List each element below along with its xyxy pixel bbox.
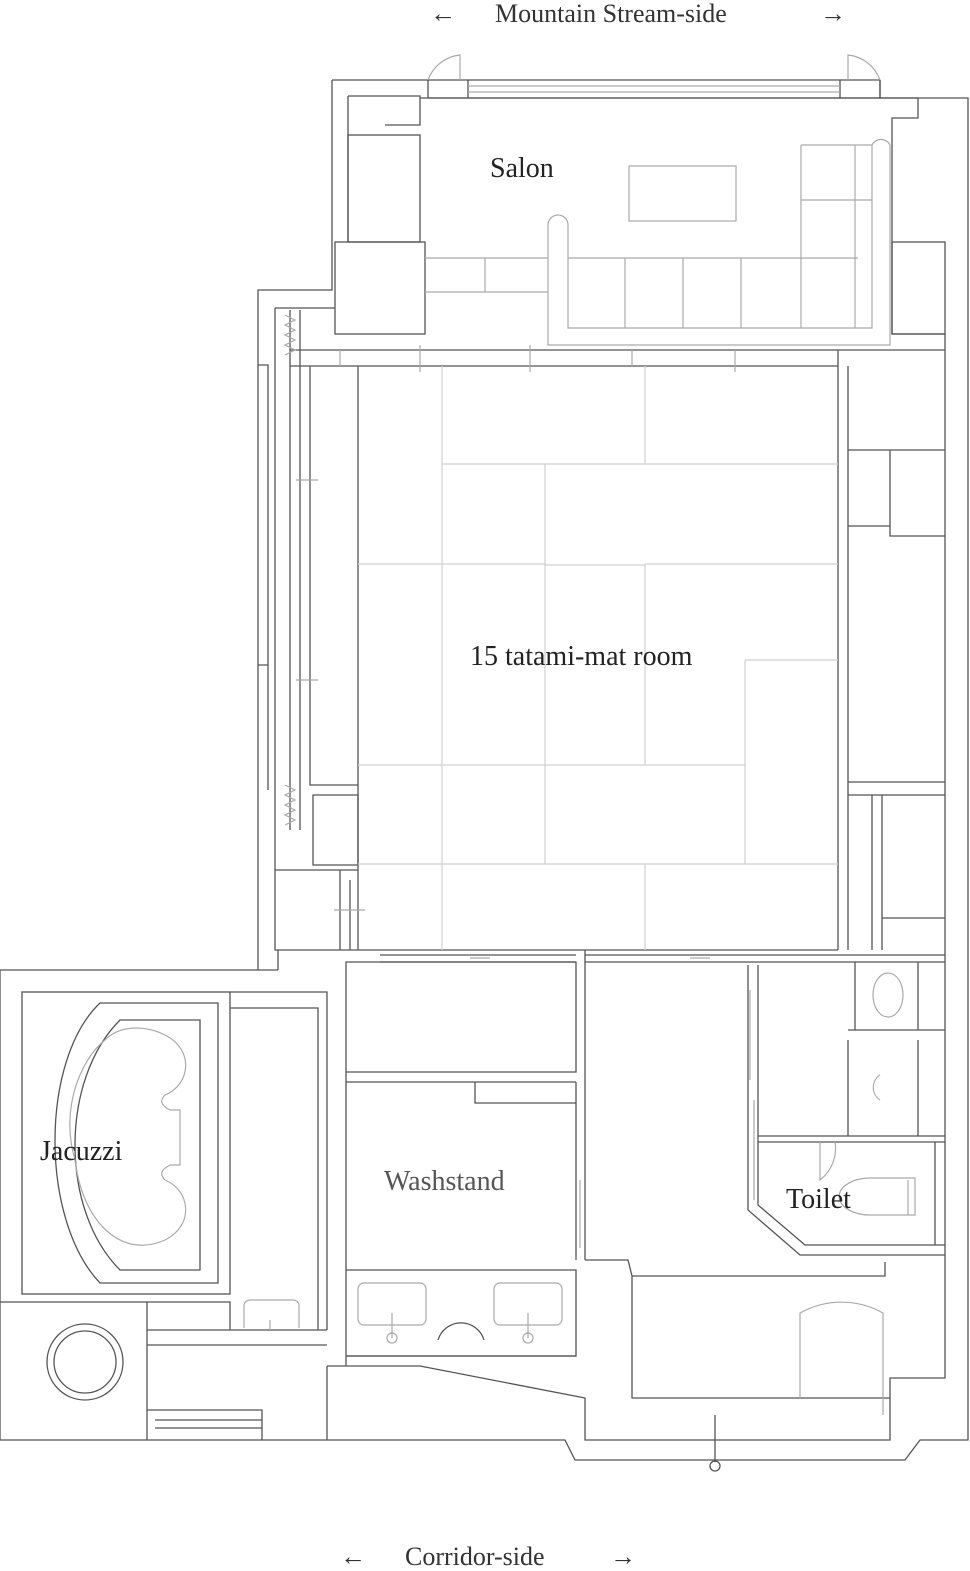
tatami-room: 15 tatami-mat room [258, 310, 945, 950]
arrow-right-icon: → [610, 1542, 636, 1571]
washstand-label: Washstand [384, 1166, 505, 1197]
tatami-room-label: 15 tatami-mat room [470, 641, 693, 672]
bottom-side-label: Corridor-side [405, 1542, 545, 1571]
salon-label: Salon [490, 153, 554, 184]
orientation-bottom: ← Corridor-side → [340, 1542, 636, 1571]
jacuzzi-label: Jacuzzi [40, 1136, 123, 1167]
washstand-area: Washstand [258, 950, 945, 1415]
salon-furniture: Salon [334, 134, 946, 346]
arrow-right-icon: → [820, 0, 846, 28]
arrow-left-icon: ← [340, 1542, 366, 1571]
top-side-label: Mountain Stream-side [495, 0, 727, 28]
jacuzzi-area: Jacuzzi [0, 991, 328, 1440]
arrow-left-icon: ← [430, 0, 456, 28]
outer-walls [0, 54, 969, 1461]
toilet-label: Toilet [786, 1184, 851, 1215]
toilet-area: Toilet [585, 962, 945, 1472]
orientation-top: ← Mountain Stream-side → [430, 0, 846, 28]
